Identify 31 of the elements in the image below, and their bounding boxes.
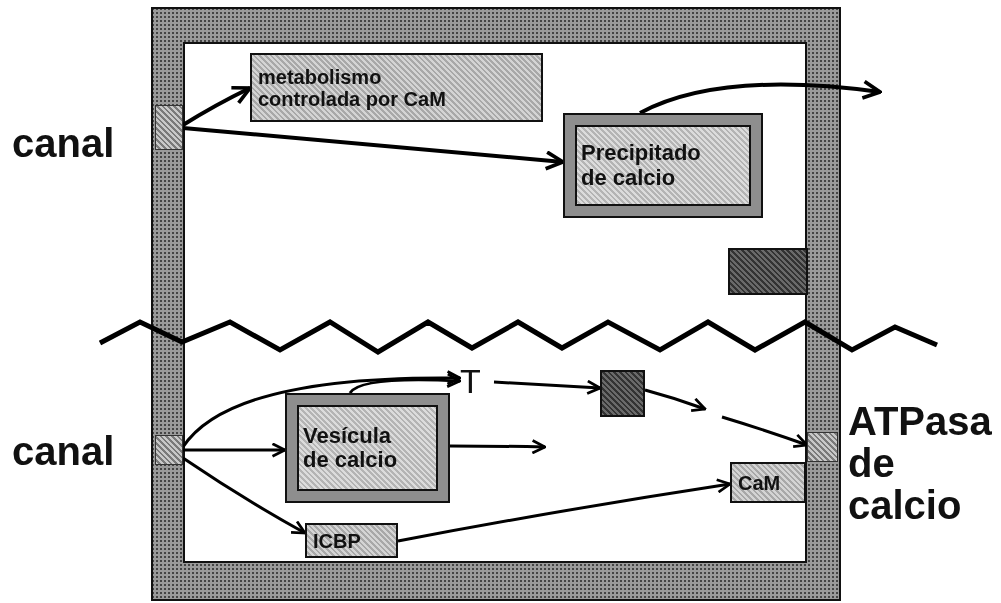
compartment-box — [285, 393, 450, 503]
side-label: canal — [12, 430, 116, 472]
arrow — [181, 370, 462, 448]
node-label: T — [460, 363, 481, 401]
arrow — [181, 86, 252, 127]
dark-box — [600, 370, 645, 417]
channel-box — [155, 435, 183, 465]
arrow — [182, 456, 307, 535]
arrow — [397, 478, 732, 543]
box-label: Precipitado de calcio — [581, 141, 702, 190]
arrow — [493, 379, 602, 395]
process-box — [730, 462, 806, 503]
arrow — [183, 442, 287, 458]
dark-box — [728, 248, 808, 295]
process-box — [250, 53, 543, 122]
arrow — [639, 79, 882, 115]
channel-box — [155, 105, 183, 150]
arrow — [721, 415, 809, 449]
box-label: Vesícula de calcio — [303, 423, 399, 473]
arrow — [182, 126, 565, 171]
box-label: CaM — [738, 471, 781, 494]
side-label: canal — [12, 122, 116, 164]
arrow — [644, 388, 707, 412]
arrow — [348, 372, 462, 394]
box-label: ICBP — [313, 529, 361, 552]
side-label: ATPasa de calcio — [848, 400, 993, 526]
box-label: metabolismo controlada por CaM — [258, 65, 447, 110]
compartment-box — [563, 113, 763, 218]
arrow — [450, 439, 547, 455]
process-box — [305, 523, 398, 558]
channel-box — [807, 432, 838, 462]
